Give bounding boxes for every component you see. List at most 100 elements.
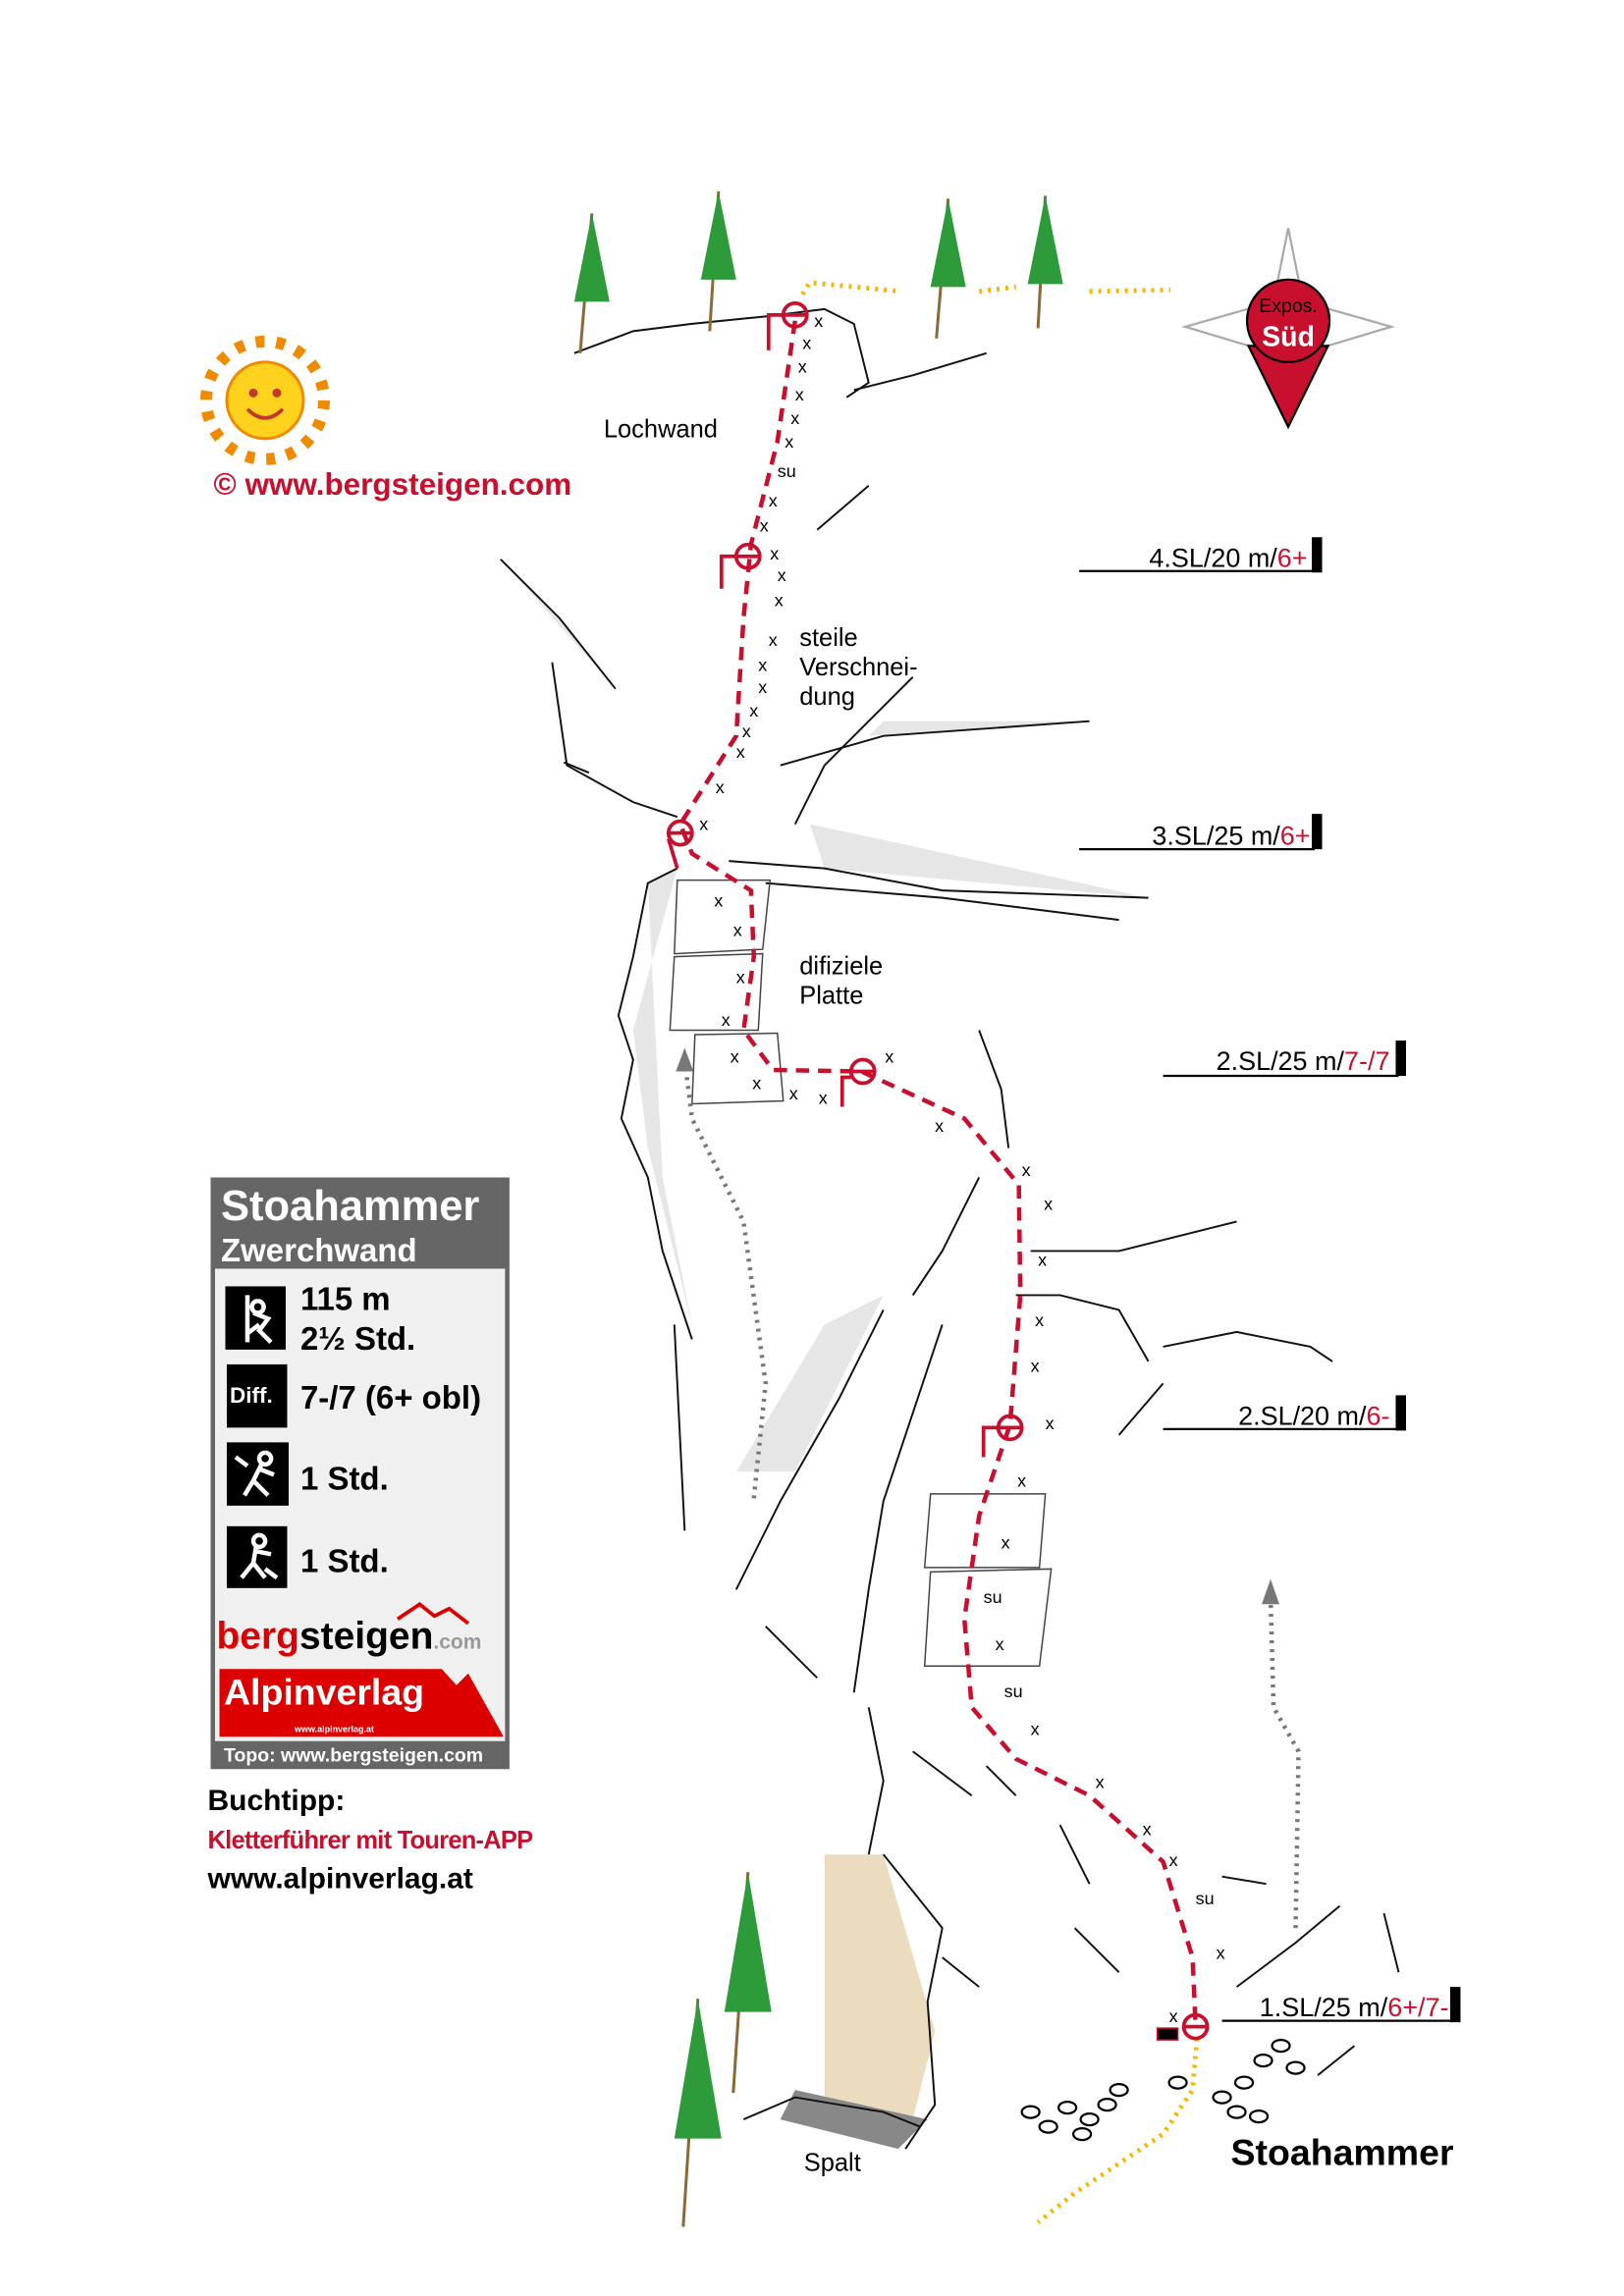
text-label: x (789, 1084, 798, 1103)
svg-text:2.SL/25 m/7-/7: 2.SL/25 m/7-/7 (1217, 1046, 1390, 1076)
text-label: 2.SL/20 m/ (1238, 1401, 1367, 1430)
info-title: Stoahammer (221, 1183, 479, 1230)
label-verschneidung: steile (799, 624, 857, 652)
text-label: 4.SL/20 m/ (1149, 543, 1277, 572)
svg-text:2.SL/20 m/6-: 2.SL/20 m/6- (1238, 1401, 1389, 1430)
crag-name: Stoahammer (1231, 2132, 1454, 2173)
text-label: 6+ (1280, 822, 1311, 851)
compass-direction: Süd (1262, 321, 1315, 352)
belay-stations (666, 300, 1210, 2041)
text-label: su (1196, 1889, 1215, 1908)
svg-text:1.SL/25 m/6+/7-: 1.SL/25 m/6+/7- (1260, 1993, 1449, 2022)
text-label: 7-/7 (1344, 1046, 1389, 1076)
copyright-link[interactable]: © www.bergsteigen.com (214, 467, 572, 502)
label-lochwand: Lochwand (604, 415, 718, 443)
alpinverlag-logo: Alpinverlag www.alpinverlag.at (219, 1669, 504, 1737)
climbing-route (677, 320, 1198, 2024)
text-label: x (731, 1047, 739, 1067)
tree-icons (573, 190, 1063, 2227)
svg-text:4.SL/20 m/6+: 4.SL/20 m/6+ (1149, 543, 1307, 572)
label-verschneidung: dung (799, 683, 855, 711)
text-label: 2.SL/25 m/ (1217, 1046, 1345, 1076)
climber-icon (225, 1286, 286, 1350)
descent-time: 1 Std. (300, 1542, 389, 1578)
text-label: x (819, 1089, 828, 1108)
text-label: x (1022, 1160, 1031, 1180)
text-label: x (760, 515, 769, 535)
hiker-up-glyph (234, 1450, 275, 1497)
text-label: x (1169, 1850, 1178, 1870)
text-label: x (1046, 1414, 1055, 1433)
text-label: .com (433, 1630, 481, 1653)
text-label: x (785, 432, 793, 452)
text-label: x (790, 408, 799, 428)
text-label: x (935, 1116, 944, 1136)
text-label: 3.SL/25 m/ (1152, 822, 1280, 851)
text-label: Diff. (230, 1383, 273, 1408)
descent-path-left (682, 1059, 769, 1499)
text-label: x (1035, 1310, 1044, 1330)
text-label: x (814, 311, 823, 331)
info-subtitle: Zwerchwand (221, 1232, 417, 1268)
start-marker (1156, 2027, 1179, 2041)
arrow-icon (676, 1047, 694, 1072)
approach-path-bottom (1036, 2038, 1200, 2224)
text-label: x (722, 1010, 731, 1030)
book-title: Kletterführer mit Touren-APP (208, 1827, 534, 1854)
text-label: x (699, 815, 708, 834)
text-label: x (758, 656, 767, 675)
arrow-icon (1262, 1578, 1280, 1605)
text-label: x (996, 1634, 1004, 1654)
text-label: x (798, 356, 807, 376)
climb-time: 2½ Std. (300, 1320, 415, 1357)
book-heading: Buchtipp: (208, 1785, 346, 1817)
label-verschneidung: Verschnei- (799, 654, 917, 681)
text-label: x (769, 491, 778, 510)
compass-label: Expos. (1259, 295, 1318, 317)
text-label: x (802, 333, 811, 352)
info-box: Stoahammer Zwerchwand 115 m 2½ Std. Diff… (210, 1177, 510, 1770)
approach-time: 1 Std. (300, 1460, 389, 1496)
difficulty-icon (227, 1363, 288, 1428)
text-label: x (1096, 1773, 1105, 1792)
pitch-labels: 4.SL/20 m/6+ 3.SL/25 m/6+ 2.SL/25 m/7-/7… (1079, 537, 1461, 2022)
approach-path-top (800, 280, 1171, 296)
descent-path-right (1268, 1596, 1301, 1929)
pitch-2b: 2.SL/20 m/6- (1163, 1395, 1406, 1430)
svg-text:3.SL/25 m/6+: 3.SL/25 m/6+ (1152, 822, 1310, 851)
route-length: 115 m (300, 1280, 391, 1316)
text-label: 6+/7- (1387, 1993, 1448, 2022)
compass-exposure: Expos. Süd (1181, 228, 1396, 430)
pitch-3: 3.SL/25 m/6+ (1079, 814, 1323, 851)
boulders (1020, 2038, 1306, 2142)
text-label: 6- (1367, 1401, 1390, 1430)
text-label: www.alpinverlag.at (294, 1725, 374, 1735)
text-label: x (752, 1074, 761, 1094)
text-label: su (778, 461, 796, 481)
text-label: x (795, 385, 804, 404)
text-label: x (1031, 1356, 1040, 1375)
book-url[interactable]: www.alpinverlag.at (207, 1863, 473, 1896)
hiker-down-glyph (240, 1532, 279, 1580)
text-label: x (1217, 1944, 1225, 1963)
text-label: 6+ (1277, 543, 1308, 572)
text-label: x (1044, 1194, 1053, 1213)
text-label: x (1017, 1470, 1026, 1490)
svg-text:bergsteigen.com: bergsteigen.com (217, 1615, 482, 1657)
pitch-4: 4.SL/20 m/6+ (1079, 537, 1323, 572)
rock-face (500, 307, 1400, 2150)
text-label: x (742, 721, 751, 741)
difficulty-grade: 7-/7 (6+ obl) (300, 1379, 481, 1415)
text-label: x (769, 630, 778, 650)
text-label: berg (217, 1615, 299, 1657)
text-label: x (716, 777, 725, 797)
text-label: x (1038, 1250, 1047, 1269)
text-label: steigen (299, 1615, 433, 1657)
text-label: x (778, 565, 786, 585)
climber-icon-glyph (244, 1295, 273, 1345)
text-label: 1.SL/25 m/ (1260, 1993, 1388, 2022)
text-label: Alpinverlag (224, 1671, 424, 1712)
sun-logo (200, 335, 330, 465)
bergsteigen-logo: bergsteigen.com (217, 1601, 482, 1657)
